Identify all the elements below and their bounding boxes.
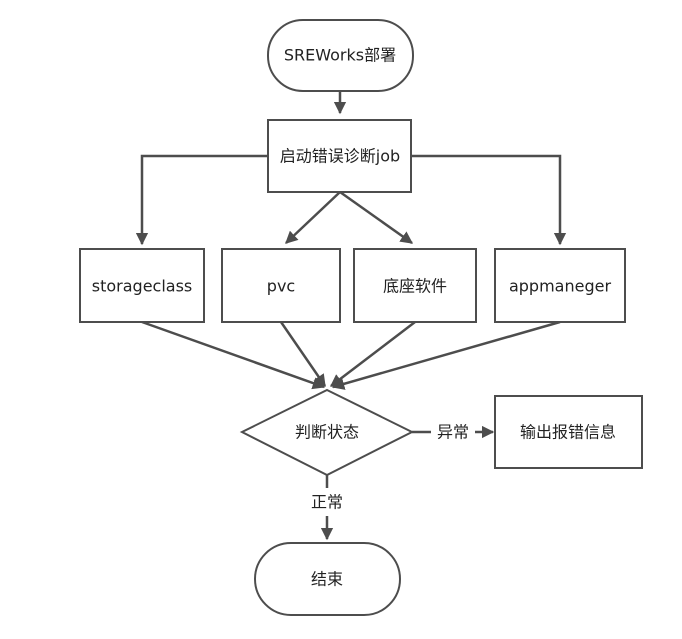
node-base-software: 底座软件 [353,248,477,323]
edge-label-abnormal: 异常 [437,423,469,442]
node-end: 结束 [254,542,401,616]
node-start-label: SREWorks部署 [284,46,396,65]
node-pvc: pvc [221,248,341,323]
node-storageclass-label: storageclass [92,277,193,296]
node-start: SREWorks部署 [267,19,414,92]
node-storageclass: storageclass [79,248,205,323]
node-decision: 判断状态 [239,388,415,477]
node-appmaneger-label: appmaneger [509,277,611,296]
node-appmaneger: appmaneger [494,248,626,323]
node-job-label: 启动错误诊断job [280,147,400,166]
node-job: 启动错误诊断job [267,119,412,193]
edge-appmaneger-to-decision [331,320,561,390]
node-error-output-label: 输出报错信息 [520,423,616,442]
edge-pvc-to-decision [279,321,327,388]
edge-job-to-pvc [285,191,341,244]
edge-base-software-to-decision [330,321,416,387]
edge-label-normal: 正常 [311,493,343,512]
node-decision-label: 判断状态 [295,423,359,442]
edge-storageclass-to-decision [141,320,326,390]
node-error-output: 输出报错信息 [494,395,643,469]
edge-job-to-storageclass [135,154,268,246]
node-end-label: 结束 [311,570,343,589]
edge-job-to-base-software [339,190,414,245]
node-base-software-label: 底座软件 [383,277,447,296]
edges [135,91,567,541]
node-pvc-label: pvc [267,277,295,296]
edge-job-to-appmaneger [411,154,567,246]
edge-label-abnormal-bg [431,420,475,444]
